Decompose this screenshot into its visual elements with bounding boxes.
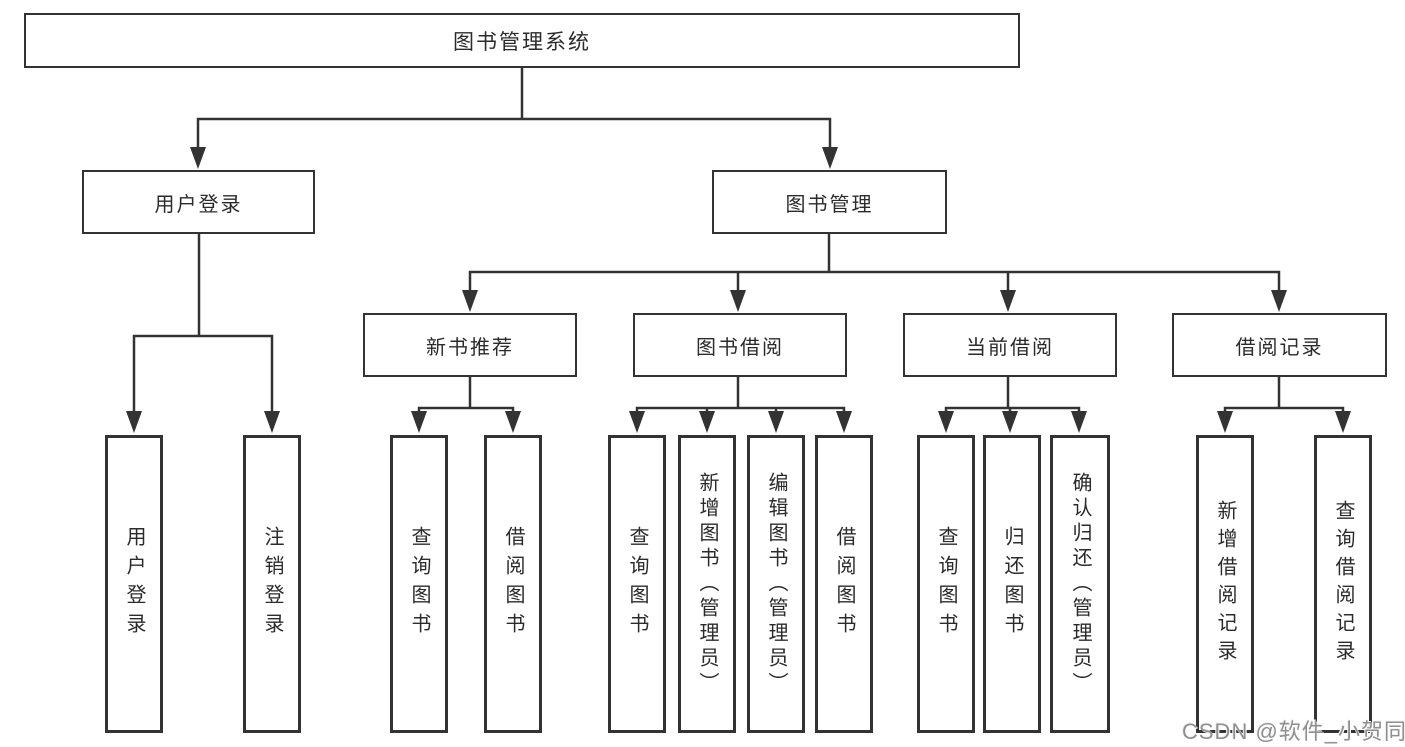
leaf-borrow-books-2: 借阅图书 [815, 435, 873, 733]
node-label: 查询借阅记录 [1332, 500, 1354, 668]
leaf-query-books-3: 查询图书 [917, 435, 975, 733]
node-borrow-records: 借阅记录 [1172, 313, 1387, 377]
leaf-query-books-1: 查询图书 [390, 435, 448, 733]
node-label: 新书推荐 [426, 336, 514, 359]
node-label: 查询图书 [626, 526, 648, 642]
leaf-add-book-admin: 新增图书（管理员） [678, 435, 736, 733]
node-label: 借阅图书 [502, 526, 524, 642]
node-book-management-system: 图书管理系统 [24, 13, 1020, 68]
node-label: 查询图书 [935, 526, 957, 642]
node-label: 借阅记录 [1235, 336, 1324, 359]
node-label: 查询图书 [408, 526, 430, 642]
node-label: 用户登录 [123, 526, 145, 642]
leaf-query-borrow-record: 查询借阅记录 [1314, 435, 1372, 733]
leaf-query-books-2: 查询图书 [608, 435, 666, 733]
node-label: 图书借阅 [696, 336, 784, 359]
node-label: 注销登录 [261, 526, 283, 642]
node-user-login: 用户登录 [82, 170, 315, 234]
node-book-borrow: 图书借阅 [633, 313, 847, 377]
node-book-management: 图书管理 [712, 170, 947, 234]
leaf-logout: 注销登录 [243, 435, 301, 733]
node-label: 新增借阅记录 [1214, 500, 1236, 668]
leaf-edit-book-admin: 编辑图书（管理员） [747, 435, 805, 733]
leaf-user-login: 用户登录 [105, 435, 163, 733]
leaf-add-borrow-record: 新增借阅记录 [1196, 435, 1254, 733]
leaf-borrow-books-1: 借阅图书 [484, 435, 542, 733]
node-label: 图书管理系统 [453, 30, 591, 54]
leaf-return-book: 归还图书 [983, 435, 1041, 733]
node-label: 图书管理 [785, 193, 874, 216]
node-label: 用户登录 [154, 193, 243, 216]
node-label: 归还图书 [1001, 526, 1023, 642]
node-label: 当前借阅 [966, 336, 1054, 359]
node-new-book-recommend: 新书推荐 [363, 313, 577, 377]
node-current-borrow: 当前借阅 [903, 313, 1117, 377]
node-label: 借阅图书 [833, 526, 855, 642]
node-label: 编辑图书（管理员） [765, 471, 787, 697]
leaf-confirm-return-admin: 确认归还（管理员） [1050, 435, 1110, 733]
node-label: 确认归还（管理员） [1069, 471, 1091, 697]
csdn-watermark: CSDN @软件_小贺同学 [1182, 719, 1405, 744]
node-label: 新增图书（管理员） [696, 471, 718, 697]
